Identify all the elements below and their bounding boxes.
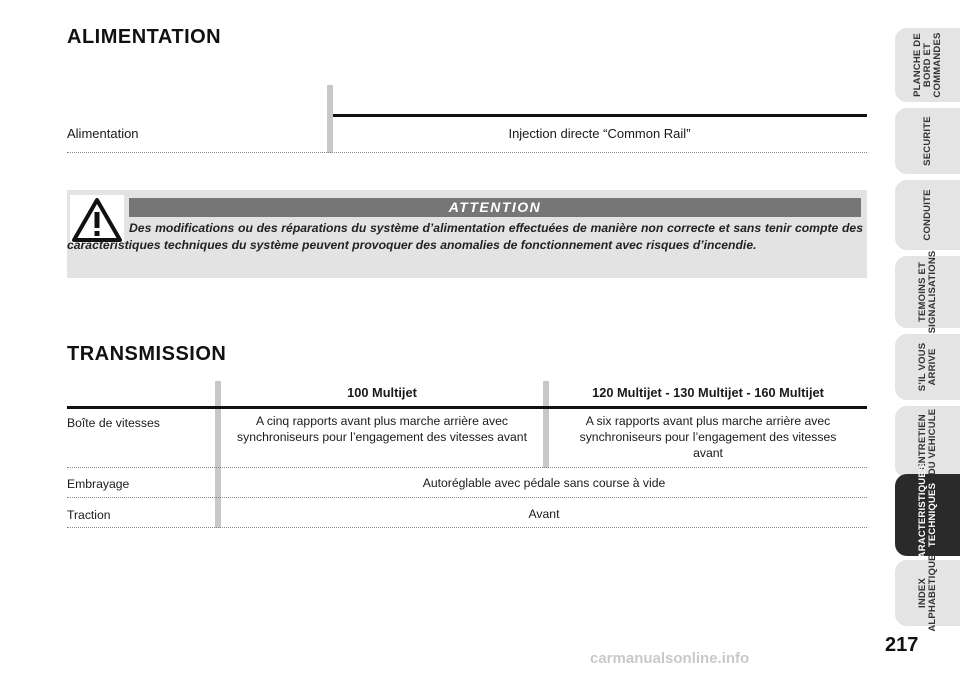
tab-label: S’IL VOUS ARRIVE <box>916 342 938 392</box>
tab-conduite[interactable]: CONDUITE <box>895 180 960 250</box>
column-header-120-160-multijet: 120 Multijet - 130 Multijet - 160 Multij… <box>592 385 824 400</box>
tab-caracteristiques-techniques[interactable]: CARACTERISTIQUES TECHNIQUES <box>895 465 960 565</box>
tab-index-alphabetique[interactable]: INDEX ALPHABETIQUE <box>895 554 960 632</box>
row-label-traction: Traction <box>67 508 111 522</box>
tab-label: CARACTERISTIQUES TECHNIQUES <box>916 464 938 566</box>
watermark: carmanualsonline.info <box>590 650 750 667</box>
warning-triangle-icon <box>70 195 124 245</box>
section-title-transmission: TRANSMISSION <box>67 343 227 365</box>
column-divider <box>543 381 549 468</box>
column-divider <box>327 85 333 153</box>
row-label-boite-de-vitesses: Boîte de vitesses <box>67 416 160 430</box>
cell-embrayage: Autoréglable avec pédale sans course à v… <box>422 476 666 490</box>
cell-boite-100-multijet: A cinq rapports avant plus marche arrièr… <box>237 414 527 444</box>
section-title-alimentation: ALIMENTATION <box>67 26 222 48</box>
tab-label: INDEX ALPHABETIQUE <box>916 554 938 632</box>
table-header-rule <box>67 406 867 409</box>
row-value-alimentation: Injection directe “Common Rail” <box>508 126 691 141</box>
row-divider <box>67 467 867 468</box>
tab-label: TEMOINS ET SIGNALISATIONS <box>916 250 938 334</box>
table-header-rule <box>333 114 867 117</box>
attention-title-bar: ATTENTION <box>129 198 861 217</box>
tab-label: PLANCHE DE BORD ET COMMANDES <box>911 32 943 98</box>
tab-planche-de-bord[interactable]: PLANCHE DE BORD ET COMMANDES <box>895 28 960 102</box>
row-divider <box>67 527 867 528</box>
cell-traction: Avant <box>528 507 560 521</box>
column-header-100-multijet: 100 Multijet <box>347 385 417 400</box>
tab-temoins-et-signalisations[interactable]: TEMOINS ET SIGNALISATIONS <box>895 251 960 333</box>
tab-securite[interactable]: SECURITE <box>895 108 960 174</box>
tab-entretien-du-vehicule[interactable]: ENTRETIEN DU VEHICULE <box>895 406 960 478</box>
tab-label: CONDUITE <box>921 189 933 241</box>
column-divider <box>215 381 221 528</box>
attention-text: Des modifications ou des réparations du … <box>67 221 863 252</box>
tab-label: SECURITE <box>921 116 933 166</box>
page-number: 217 <box>885 634 919 656</box>
cell-boite-120-160-multijet: A six rapports avant plus marche arrière… <box>579 414 837 460</box>
attention-title: ATTENTION <box>448 199 542 215</box>
attention-box: ATTENTION Des modifications ou des répar… <box>67 190 867 278</box>
row-label-embrayage: Embrayage <box>67 477 130 491</box>
row-label-alimentation: Alimentation <box>67 126 139 141</box>
row-divider <box>67 497 867 498</box>
tab-sil-vous-arrive[interactable]: S’IL VOUS ARRIVE <box>895 334 960 400</box>
row-divider <box>67 152 867 153</box>
